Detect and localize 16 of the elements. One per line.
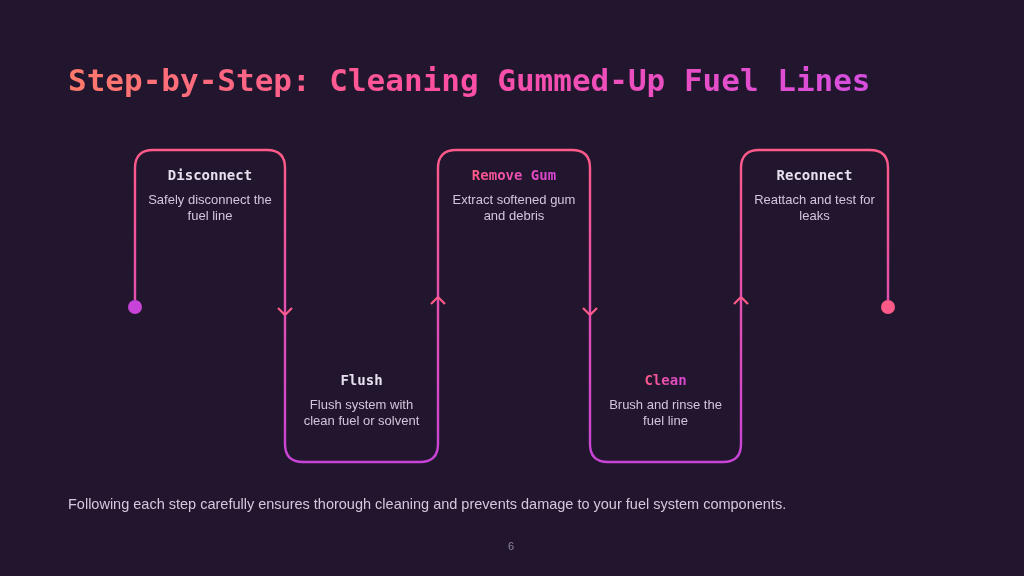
step-heading: Clean xyxy=(644,372,687,388)
step-heading: Flush xyxy=(340,372,383,388)
step-description: Extract softened gum and debris xyxy=(451,192,577,224)
step-heading: Disconnect xyxy=(167,167,253,183)
connector-arrow xyxy=(581,297,599,317)
connector-arrow xyxy=(732,295,750,315)
caption: Following each step carefully ensures thorough cleaning and prevents damage to your fuel system components. xyxy=(68,496,787,512)
connector-arrow xyxy=(429,295,447,315)
page-number: 6 xyxy=(508,540,515,552)
step-heading: Reconnect xyxy=(776,167,853,183)
step-description: Brush and rinse the fuel line xyxy=(608,397,723,429)
step-description: Flush system with clean fuel or solvent xyxy=(302,397,421,429)
connector-arrow xyxy=(276,297,294,317)
step-description: Reattach and test for leaks xyxy=(753,192,876,224)
step-heading: Remove Gum xyxy=(471,167,557,183)
step-description: Safely disconnect the fuel line xyxy=(147,192,273,224)
